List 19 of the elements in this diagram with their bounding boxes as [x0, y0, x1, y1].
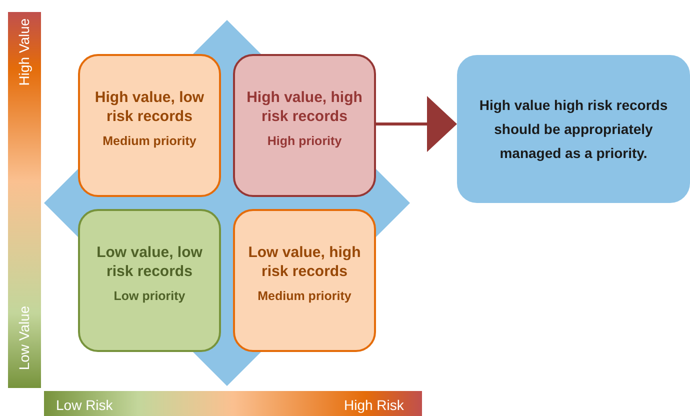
risk-axis-label: Low Risk — [56, 397, 113, 413]
quadrant-box — [78, 54, 221, 197]
quadrant-box — [233, 54, 376, 197]
quadrant-title: High value, high risk records — [246, 88, 364, 126]
risk-axis-label: High Risk — [344, 397, 404, 413]
value-axis-label: Low Value — [16, 306, 32, 370]
quadrant-title: High value, low risk records — [94, 88, 206, 126]
block-arrow — [376, 96, 457, 152]
priority-label: Medium priority — [102, 134, 196, 148]
priority-label: Low priority — [114, 288, 186, 302]
priority-label: High priority — [267, 134, 342, 148]
quadrant-title: Low value, high risk records — [247, 242, 362, 280]
quadrant-box — [78, 209, 221, 352]
note-text: High value high risk records should be appropriately managed as a priority. — [478, 96, 669, 163]
quadrant-box — [233, 209, 376, 352]
callout-box — [457, 55, 690, 203]
quadrant-title: Low value, low risk records — [96, 242, 204, 280]
value-axis-label: High Value — [16, 18, 32, 86]
priority-label: Medium priority — [258, 288, 352, 302]
